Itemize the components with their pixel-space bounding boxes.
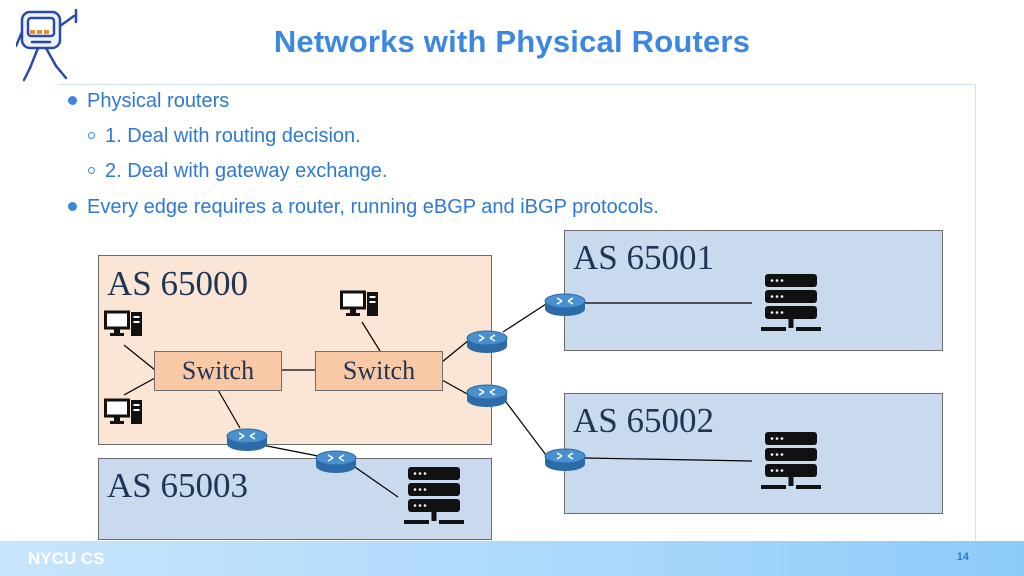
computer-icon xyxy=(104,310,142,336)
footer-org-label: NYCU CS xyxy=(28,549,105,568)
switch-left: Switch xyxy=(154,351,282,391)
router-icon xyxy=(544,448,586,471)
as-65001-label: AS 65001 xyxy=(573,238,714,277)
bullet-item: Physical routers xyxy=(68,90,229,113)
as-65001-box xyxy=(564,230,943,351)
bullet-circle-icon xyxy=(88,167,95,174)
router-icon xyxy=(544,293,586,316)
router-icon xyxy=(226,428,268,451)
page-number: 14 xyxy=(956,551,969,563)
as-65002-label: AS 65002 xyxy=(573,401,714,440)
robot-logo-icon xyxy=(16,8,78,82)
computer-icon xyxy=(340,290,378,316)
bullet-item: Every edge requires a router, running eB… xyxy=(68,196,659,219)
router-icon xyxy=(466,330,508,353)
server-icon xyxy=(761,274,821,331)
bullet-circle-icon xyxy=(88,132,95,139)
as-65000-box xyxy=(98,255,492,445)
router-icon xyxy=(315,450,357,473)
sub-bullet-item: 1. Deal with routing decision. xyxy=(88,125,361,148)
sub-bullet-item: 2. Deal with gateway exchange. xyxy=(88,160,387,183)
router-icon xyxy=(466,384,508,407)
slide-title: Networks with Physical Routers xyxy=(273,24,751,59)
as-65000-label: AS 65000 xyxy=(107,264,248,303)
server-icon xyxy=(761,432,821,489)
footer-bar: NYCU CS 14 xyxy=(0,541,1024,576)
bullet-dot-icon xyxy=(68,96,77,105)
as-65003-label: AS 65003 xyxy=(107,466,248,505)
bullet-dot-icon xyxy=(68,202,77,211)
switch-right: Switch xyxy=(315,351,443,391)
computer-icon xyxy=(104,398,142,424)
server-icon xyxy=(404,467,464,524)
